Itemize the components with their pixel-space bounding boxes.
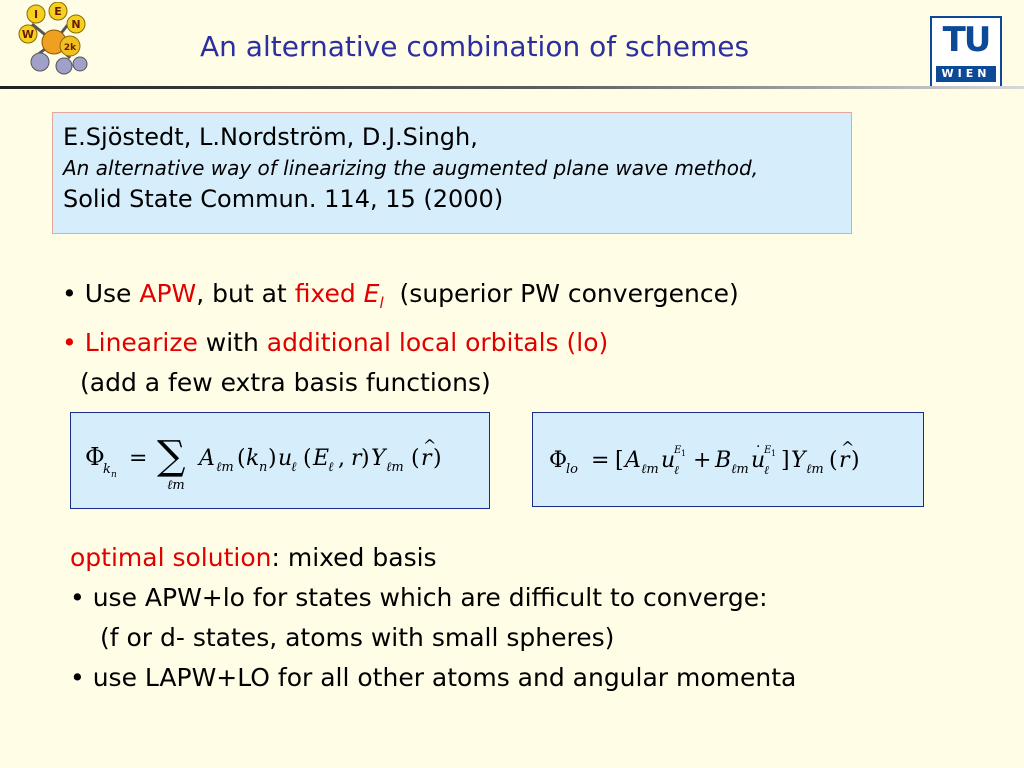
reference-authors: E.Sjöstedt, L.Nordström, D.J.Singh, <box>63 123 478 151</box>
svg-text:ℓ: ℓ <box>328 460 334 475</box>
logo-letter: 2k <box>64 43 77 53</box>
svg-text:r: r <box>351 446 363 471</box>
bullet-sub-text: (f or d- states, atoms with small sphere… <box>100 623 615 652</box>
svg-text:(: ( <box>303 446 312 471</box>
title-divider <box>0 86 1024 89</box>
svg-text:B: B <box>714 448 731 473</box>
svg-text:ℓm: ℓm <box>806 462 824 477</box>
equation-apw-basis: Φ k n = ∑ ℓm A ℓm ( k n ) u ℓ ( E ℓ , r … <box>85 433 442 493</box>
svg-text:n: n <box>111 470 117 480</box>
reference-title: An alternative way of linearizing the au… <box>63 156 759 180</box>
svg-text:n: n <box>259 460 267 475</box>
svg-text:1: 1 <box>771 449 776 458</box>
svg-text:,: , <box>338 446 345 471</box>
svg-text:r: r <box>421 446 433 471</box>
svg-text:^: ^ <box>841 438 854 457</box>
reference-journal: Solid State Commun. 114, 15 (2000) <box>63 185 504 213</box>
svg-text:u: u <box>751 448 765 473</box>
bullet-text: (superior PW convergence) <box>383 279 739 308</box>
svg-text:ℓ: ℓ <box>674 463 679 477</box>
svg-text:u: u <box>278 446 292 471</box>
equation-box-apw: Φ k n = ∑ ℓm A ℓm ( k n ) u ℓ ( E ℓ , r … <box>70 412 490 509</box>
equation-local-orbital: Φ lo = [ A ℓm u ℓ E 1 + B ℓm u · ℓ E 1 ]… <box>549 438 860 477</box>
svg-text:E: E <box>312 446 329 471</box>
svg-text:A: A <box>197 446 215 471</box>
svg-text:E: E <box>673 445 682 456</box>
page-title: An alternative combination of schemes <box>200 30 750 63</box>
wien-logo-text: WIEN <box>936 66 996 82</box>
tu-wien-logo: TU WIEN <box>930 16 1002 88</box>
svg-text:E: E <box>763 445 772 456</box>
svg-text:lo: lo <box>566 462 578 477</box>
svg-text:Y: Y <box>791 448 808 473</box>
svg-text:=: = <box>591 448 609 473</box>
el-symbol: El <box>363 279 384 312</box>
svg-text:): ) <box>851 448 860 473</box>
optimal-solution-line: optimal solution: mixed basis <box>70 538 796 578</box>
top-bullet-list: • Use APW, but at fixed El (superior PW … <box>62 274 739 403</box>
svg-text:Φ: Φ <box>549 448 567 473</box>
reference-box: E.Sjöstedt, L.Nordström, D.J.Singh, An a… <box>52 112 852 234</box>
bullet-apw-lo: • use APW+lo for states which are diffic… <box>70 583 768 612</box>
logo-letter: W <box>22 28 34 41</box>
svg-text:+: + <box>693 448 711 473</box>
svg-text:(: ( <box>237 446 246 471</box>
svg-text:ℓ: ℓ <box>764 463 769 477</box>
svg-text:u: u <box>661 448 675 473</box>
svg-text:k: k <box>103 462 111 477</box>
bullet-lapw-lo: • use LAPW+LO for all other atoms and an… <box>70 663 797 692</box>
svg-text:k: k <box>246 446 259 471</box>
svg-text:(: ( <box>829 448 838 473</box>
bullet-text: , but at <box>196 279 295 308</box>
svg-text:ℓ: ℓ <box>291 460 297 475</box>
svg-text:r: r <box>839 448 851 473</box>
logo-letter: E <box>54 5 62 18</box>
apw-highlight: APW <box>139 279 197 308</box>
svg-text:): ) <box>268 446 277 471</box>
svg-text:^: ^ <box>423 436 436 455</box>
bullet-use-apw: • Use APW, but at fixed El (superior PW … <box>62 274 739 323</box>
svg-text:=: = <box>129 446 147 471</box>
svg-text:Y: Y <box>371 446 388 471</box>
svg-text:ℓm: ℓm <box>216 460 234 475</box>
svg-text:ℓm: ℓm <box>167 478 185 493</box>
bullet-linearize: • Linearize with additional local orbita… <box>62 323 739 363</box>
svg-text:[: [ <box>615 448 624 473</box>
svg-text:): ) <box>361 446 370 471</box>
bullet-text: • Use <box>62 279 140 308</box>
logo-letter: I <box>34 8 38 21</box>
lo-highlight: additional local orbitals (lo) <box>266 328 609 357</box>
svg-text:ℓm: ℓm <box>731 462 749 477</box>
linearize-highlight: • Linearize <box>62 328 198 357</box>
svg-text:Φ: Φ <box>85 443 105 471</box>
logo-letter: N <box>71 18 80 31</box>
bullet-text: with <box>197 328 267 357</box>
svg-text:1: 1 <box>681 449 686 458</box>
svg-text:·: · <box>756 439 760 455</box>
optimal-highlight: optimal solution <box>70 543 272 572</box>
bullet-text: : mixed basis <box>271 543 437 572</box>
svg-text:(: ( <box>411 446 420 471</box>
wien2k-logo: I E N W 2k <box>18 2 88 75</box>
bottom-bullet-list: optimal solution: mixed basis • use APW+… <box>70 538 796 698</box>
svg-text:ℓm: ℓm <box>386 460 404 475</box>
svg-text:]: ] <box>781 448 790 473</box>
svg-text:): ) <box>433 446 442 471</box>
svg-text:ℓm: ℓm <box>641 462 659 477</box>
bullet-sub-text: (add a few extra basis functions) <box>80 368 491 397</box>
tu-logo-text: TU <box>942 20 992 60</box>
svg-text:∑: ∑ <box>157 433 186 479</box>
svg-text:A: A <box>623 448 641 473</box>
equation-box-lo: Φ lo = [ A ℓm u ℓ E 1 + B ℓm u · ℓ E 1 ]… <box>532 412 924 507</box>
fixed-highlight: fixed <box>294 279 364 308</box>
